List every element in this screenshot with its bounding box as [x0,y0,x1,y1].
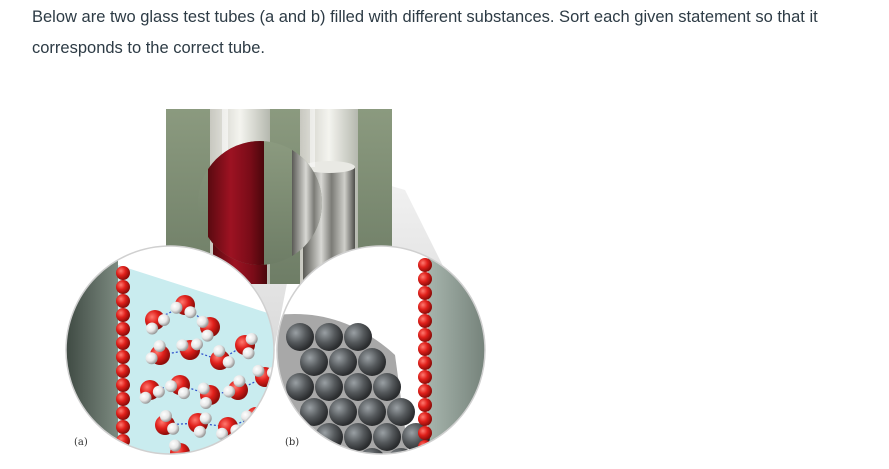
hydrogen-atom [252,419,265,432]
hydrogen-bond [219,449,257,454]
hydrogen-atom [201,329,214,342]
wall-atom [418,356,432,370]
hydrogen-atom [199,397,212,410]
hydrogen-atom [176,339,189,352]
hydrogen-atom [222,356,235,369]
wall-atom [418,272,432,286]
wall-atom [116,448,130,454]
hydrogen-atom [145,352,158,365]
hydrogen-atom [196,315,209,328]
wall-atom [418,300,432,314]
metal-atom [358,398,386,426]
metal-atom [300,448,328,454]
metal-atom [329,448,357,454]
wall-atom [116,378,130,392]
oxygen-atom [246,440,266,454]
label-a: (a) [74,437,88,448]
wall-atom [116,308,130,322]
hydrogen-atom [233,375,246,388]
wall-atom [418,384,432,398]
hydrogen-atom [139,391,152,404]
wall-atom [116,364,130,378]
hydrogen-atom [245,332,258,345]
hydrogen-atom [223,385,236,398]
hydrogen-atom [193,425,206,438]
hydrogen-atom [177,387,190,400]
wall-atom [418,314,432,328]
wall-atom [418,412,432,426]
hydrogen-atom [242,347,255,360]
wall-atom [418,286,432,300]
circle-b-outline [276,245,486,455]
test-tube-figure: (a) (b) [60,105,500,469]
metal-atom [315,373,343,401]
hydrogen-atom [184,306,197,319]
wall-atom [418,258,432,272]
metal-atom [344,323,372,351]
wall-atom [116,420,130,434]
wall-atom [418,328,432,342]
hydrogen-atom [169,439,182,452]
metal-atom [315,423,343,451]
hydrogen-atom [244,436,257,449]
hydrogen-atom [168,454,180,466]
hydrogen-atom [170,301,183,314]
label-b: (b) [285,437,300,448]
metal-atom [329,348,357,376]
circle-a-outline [65,245,275,455]
wall-atom [418,398,432,412]
metal-atom [300,398,328,426]
wall-atom [116,294,130,308]
wall-atom [116,350,130,364]
metal-atom [329,398,357,426]
metal-atom [286,373,314,401]
metal-atom [344,423,372,451]
metal-atom [387,398,415,426]
hydrogen-atom [252,364,265,377]
hydrogen-atom [165,380,178,393]
hydrogen-atom [199,412,212,425]
hydrogen-atom [213,345,226,358]
figure-illustration [65,109,486,466]
wall-atom [418,426,432,440]
hydrogen-atom [216,427,229,440]
wall-atom [116,406,130,420]
oxygen-atom [210,445,230,454]
molecular-view-a [66,246,274,466]
metal-atom [300,348,328,376]
hydrogen-atom [146,322,159,335]
wall-atom [418,370,432,384]
metal-atom [358,348,386,376]
metal-atom [286,323,314,351]
wall-atom [116,322,130,336]
question-text: Below are two glass test tubes (a and b)… [32,8,818,57]
hydrogen-atom [159,410,172,423]
wall-atom [116,280,130,294]
hydrogen-atom [153,340,166,353]
wall-atom [116,266,130,280]
hydrogen-atom [152,385,165,398]
hydrogen-atom [197,382,210,395]
hydrogen-atom [158,314,170,326]
metal-atom [373,423,401,451]
metal-atom [344,373,372,401]
hydrogen-atom [205,448,218,454]
wall-atom [116,336,130,350]
hydrogen-atom [258,441,271,454]
hydrogen-atom [190,338,203,351]
hydrogen-atom [167,422,180,435]
metal-atom [373,373,401,401]
metal-atom [315,323,343,351]
wall-atom [418,342,432,356]
wall-atom [116,392,130,406]
